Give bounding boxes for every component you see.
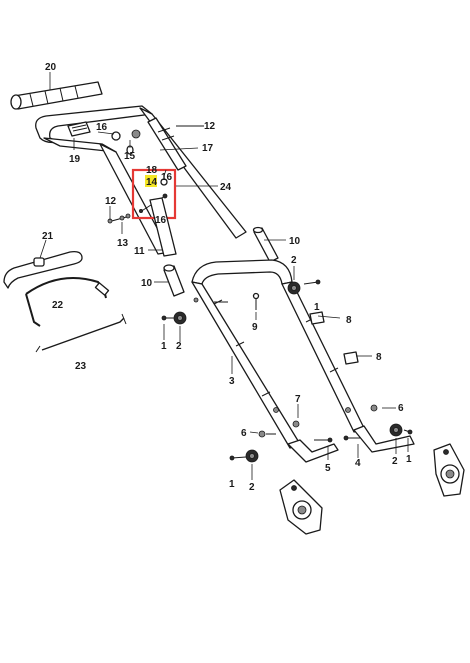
knob-part-2-left — [173, 311, 187, 325]
label-12: 12 — [204, 121, 216, 132]
hardware-parts-4-7 — [193, 297, 378, 443]
lower-frame-part-3 — [191, 259, 415, 463]
knob-part-2-bottom-left — [245, 449, 259, 463]
label-10: 10 — [289, 236, 301, 247]
clip-part-8-lower — [343, 351, 359, 365]
label-2: 2 — [392, 456, 398, 467]
label-1: 1 — [406, 454, 412, 465]
label-12: 12 — [105, 196, 117, 207]
clip-part-8-upper — [309, 311, 325, 325]
label-13: 13 — [117, 238, 129, 249]
label-3: 3 — [229, 376, 235, 387]
label-16: 16 — [161, 172, 173, 183]
leader-lines — [73, 125, 409, 480]
bolt-part-12 — [107, 213, 131, 224]
label-10: 10 — [141, 278, 153, 289]
label-5: 5 — [325, 463, 331, 474]
lower-handle-part — [149, 197, 177, 257]
label-6: 6 — [398, 403, 404, 414]
label-8: 8 — [346, 315, 352, 326]
label-1: 1 — [229, 479, 235, 490]
knob-part-2-top — [287, 281, 301, 295]
label-16: 16 — [96, 122, 108, 133]
right-wheel-bracket — [433, 443, 465, 497]
label-23: 23 — [75, 361, 87, 372]
label-19: 19 — [69, 154, 81, 165]
label-8: 8 — [376, 352, 382, 363]
knob-part-2-right — [389, 423, 403, 437]
bolts-part-1 — [161, 279, 413, 461]
label-6: 6 — [241, 428, 247, 439]
bail-part-22 — [25, 277, 110, 327]
tube-part-10-right — [252, 226, 279, 263]
label-1: 1 — [314, 302, 320, 313]
bolt-part-9 — [252, 292, 260, 310]
label-2: 2 — [176, 341, 182, 352]
left-wheel-bracket — [279, 479, 323, 535]
label-1: 1 — [161, 341, 167, 352]
cable-bar-part — [147, 117, 187, 171]
label-20: 20 — [45, 62, 57, 73]
grip-cover-part — [10, 81, 103, 110]
label-4: 4 — [355, 458, 361, 469]
label-24: 24 — [220, 182, 232, 193]
label-21: 21 — [42, 231, 54, 242]
label-14[interactable]: 14 — [146, 177, 158, 188]
lever-part-21 — [3, 250, 83, 289]
label-22: 22 — [52, 300, 64, 311]
label-15: 15 — [124, 151, 136, 162]
label-2: 2 — [291, 255, 297, 266]
label-7: 7 — [295, 394, 301, 405]
label-17: 17 — [202, 143, 214, 154]
label-11: 11 — [134, 246, 145, 257]
part-labels: 20 16 15 12 17 19 18 14 16 16 24 12 13 1… — [42, 62, 412, 493]
label-16: 16 — [155, 215, 167, 226]
label-18: 18 — [146, 165, 158, 176]
label-2: 2 — [249, 482, 255, 493]
cable-part-23 — [35, 313, 127, 353]
tube-part-10-left — [163, 264, 185, 297]
label-9: 9 — [252, 322, 258, 333]
part-14-badge[interactable] — [145, 175, 157, 187]
